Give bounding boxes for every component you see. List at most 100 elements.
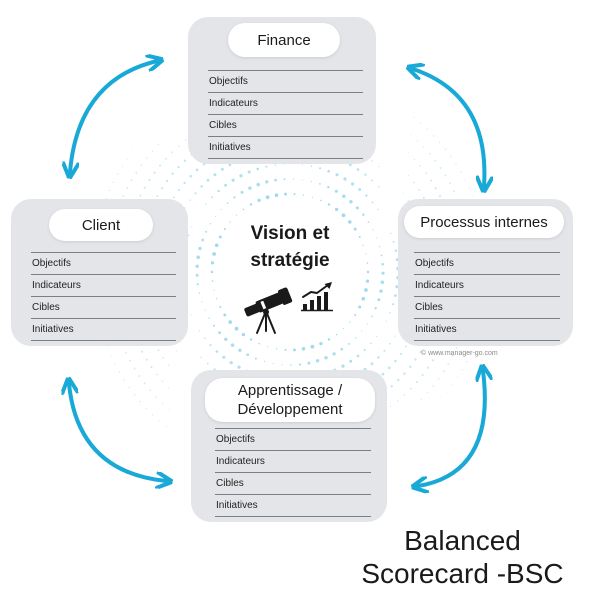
halo-dot [189,199,191,202]
halo-dot [349,199,353,204]
halo-dot [123,379,125,381]
halo-dot [430,179,432,182]
halo-dot [371,160,373,162]
halo-dot [387,366,391,370]
halo-dot [165,157,167,160]
halo-dot [403,372,406,375]
halo-dot [263,360,266,363]
halo-dot [194,192,197,195]
halo-dot [365,253,367,255]
halo-dot [353,227,357,231]
halo-dot [149,389,152,392]
halo-dot [128,386,130,389]
halo-dot [258,342,260,345]
halo-dot [394,335,396,337]
halo-dot [420,398,422,400]
card-apprentissage: Apprentissage /Développement Objectifs I… [191,370,387,522]
halo-dot [341,213,346,218]
halo-dot [422,146,425,148]
halo-dot [408,365,412,368]
halo-dot [335,173,339,177]
halo-dot [118,371,121,374]
halo-dot [228,163,232,167]
halo-dot [403,394,406,396]
halo-dot [449,182,451,185]
halo-dot [132,151,134,153]
halo-dot [177,188,181,192]
halo-dot [265,180,269,184]
halo-dot [254,357,257,360]
halo-dot [439,167,442,169]
halo-dot [301,179,303,181]
list-item: Cibles [215,473,371,495]
halo-dot [399,352,403,356]
halo-dot [310,165,313,167]
halo-dot [140,164,143,167]
halo-dot [218,235,222,239]
halo-dot [222,355,226,359]
halo-dot [121,165,124,168]
halo-dot [389,312,391,314]
halo-dot [381,263,384,266]
halo-dot [452,384,454,386]
card-processus: Processus internes Objectifs Indicateurs… [398,199,573,346]
halo-dot [281,364,283,366]
halo-dot [196,283,199,286]
halo-dot [292,178,295,180]
halo-dot [162,357,165,359]
list-item: Objectifs [414,253,560,275]
halo-dot [358,188,362,191]
halo-dot [455,346,458,349]
halo-dot [377,356,380,359]
halo-dot [301,346,306,351]
list-item: Initiatives [208,137,363,159]
halo-dot [210,261,215,265]
halo-dot [319,341,323,346]
halo-dot [256,182,260,187]
halo-dot [420,122,422,124]
halo-dot [198,330,200,332]
card-client-list: Objectifs Indicateurs Cibles Initiatives [31,252,176,341]
halo-dot [349,321,351,323]
halo-dot [155,396,158,398]
halo-dot [213,173,217,177]
halo-dot [157,349,160,352]
halo-dot [453,190,456,193]
halo-dot [176,350,178,352]
halo-dot [392,241,395,243]
halo-dot [218,331,222,335]
halo-dot [419,350,422,354]
halo-dot [427,366,430,369]
halo-dot [148,178,151,182]
halo-dot [444,174,447,177]
halo-dot [129,359,131,362]
halo-dot [315,359,320,363]
halo-dot [362,244,364,246]
halo-dot [371,179,374,182]
halo-dot [246,353,250,357]
card-apprentissage-list: Objectifs Indicateurs Cibles Initiatives [215,428,371,517]
halo-dot [206,362,209,365]
halo-dot [195,264,199,268]
halo-dot [159,164,162,167]
halo-dot [381,372,385,376]
halo-dot [204,309,206,311]
halo-dot [211,196,213,199]
halo-dot [126,187,129,190]
halo-dot [293,348,296,352]
halo-dot [432,134,435,137]
halo-dot [241,332,246,337]
halo-dot [390,232,392,234]
halo-dot [234,326,239,331]
halo-dot [240,190,244,194]
halo-dot [438,141,441,144]
halo-dot [310,180,312,183]
halo-dot [335,333,338,336]
halo-dot [112,181,115,184]
halo-dot [320,199,322,202]
halo-dot [224,183,228,187]
halo-dot [298,363,302,366]
halo-dot [432,385,434,387]
halo-dot [165,425,167,428]
halo-dot [413,116,415,119]
